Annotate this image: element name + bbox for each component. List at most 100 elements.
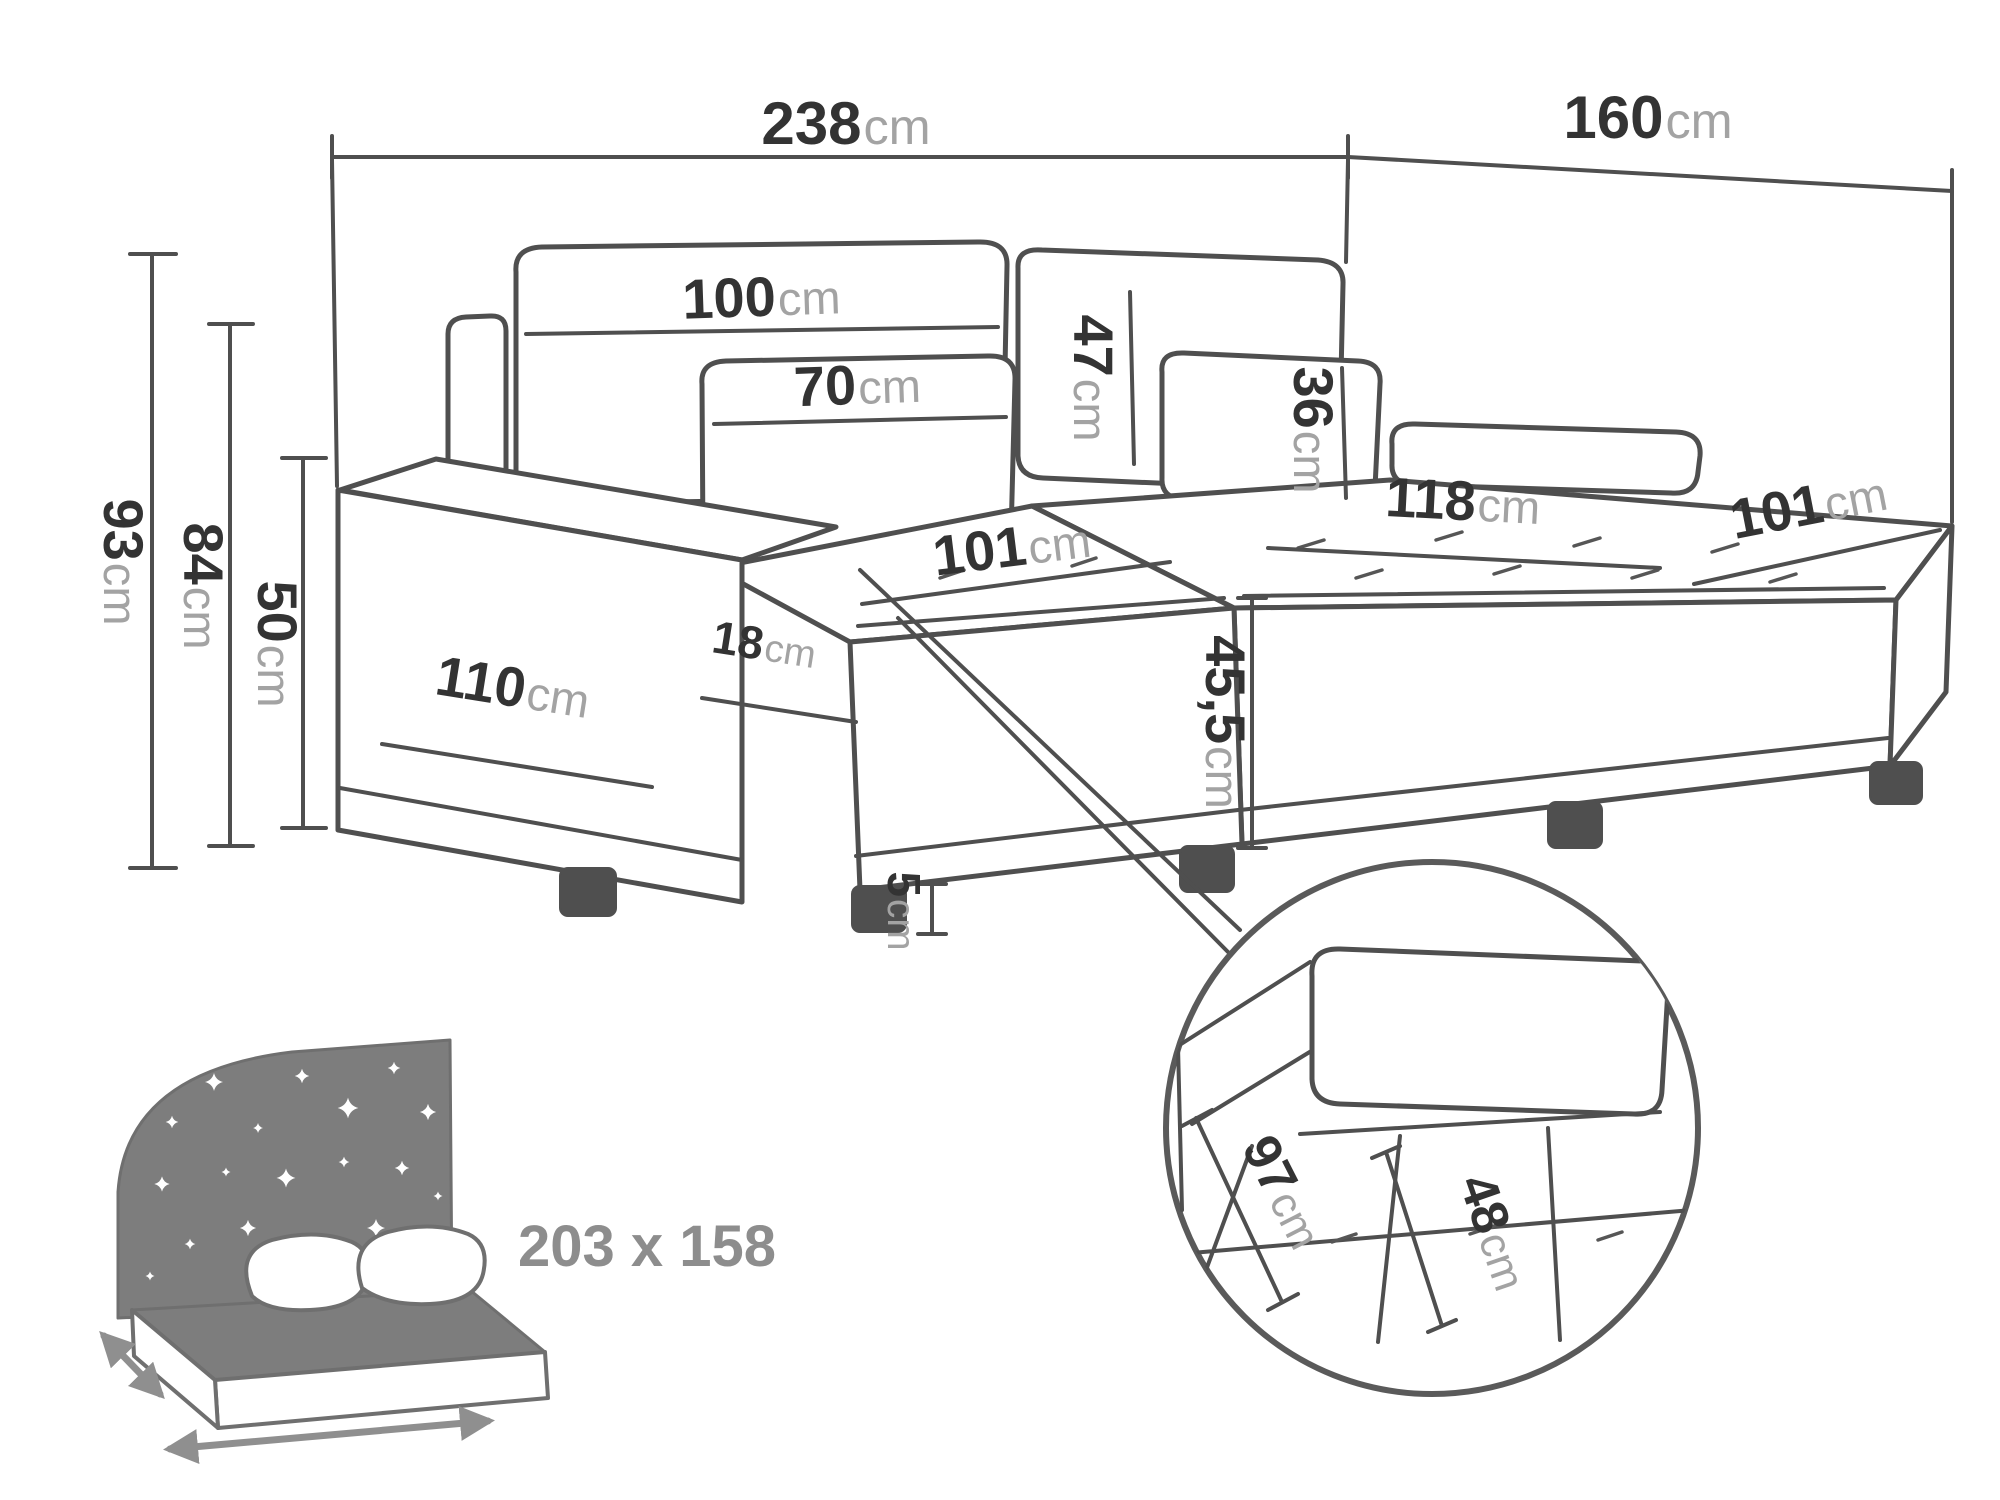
dim-line-back-cushion-height xyxy=(1128,290,1136,466)
seat-height-value: 45,5 xyxy=(1194,635,1257,744)
armrest-height-value: 50 xyxy=(246,581,309,643)
seat-width-unit: cm xyxy=(1025,514,1094,574)
leg-front-mid xyxy=(851,885,907,933)
label-sleeping-area: 203 x 158 xyxy=(518,1214,776,1279)
chaise-end-face xyxy=(1887,523,1955,769)
extension-line-left xyxy=(330,158,339,488)
label-back-cushion-width: 100cm xyxy=(681,262,841,330)
label-backrest-height: 84cm xyxy=(172,523,235,650)
seat-width-value: 101 xyxy=(929,514,1029,588)
detail-leader-lines xyxy=(858,568,1242,954)
dim-line-leg-height xyxy=(916,882,948,936)
dim-line-seat-height xyxy=(1236,596,1268,850)
overall-width-unit: cm xyxy=(863,98,930,155)
chaise-seat-piping xyxy=(1242,586,1886,598)
back-cushion-width-unit: cm xyxy=(777,270,842,325)
leader-line-bottom xyxy=(896,616,1230,954)
leader-line-top xyxy=(858,568,1242,932)
detail-circle xyxy=(1163,859,1701,1397)
label-overall-width: 238cm xyxy=(761,90,930,157)
label-seat-height: 45,5cm xyxy=(1194,635,1257,809)
backrest-height-value: 84 xyxy=(172,523,235,585)
side-pillow-height-unit: cm xyxy=(1284,431,1337,494)
leg-chaise-end xyxy=(1869,761,1923,805)
label-overall-depth: 160cm xyxy=(1563,84,1732,151)
overall-depth-unit: cm xyxy=(1665,92,1732,149)
label-back-cushion-height: 47cm xyxy=(1062,315,1125,442)
label-seat-width: 101cm xyxy=(929,506,1094,588)
dim-line-backrest-height xyxy=(207,322,255,848)
leg-height-unit: cm xyxy=(879,899,922,951)
armrest-width-value: 18 xyxy=(709,610,768,669)
total-height-unit: cm xyxy=(94,563,147,626)
armrest-width-unit: cm xyxy=(761,627,819,678)
label-armrest-length: 110cm xyxy=(432,644,595,730)
detail-armrest-lines xyxy=(1176,960,1328,1212)
dim-line-chaise-length xyxy=(1266,546,1662,570)
detail-contents xyxy=(1176,946,1694,1344)
chaise-width-unit: cm xyxy=(1820,467,1892,531)
small-cushion-width-value: 70 xyxy=(793,353,857,418)
dim-line-back-cushion-width xyxy=(524,325,1000,336)
dim-line-chaise-width xyxy=(1692,528,1942,586)
label-chaise-length: 118cm xyxy=(1384,465,1542,536)
leg-corner xyxy=(1179,845,1235,893)
label-side-pillow-height: 36cm xyxy=(1282,367,1345,494)
small-cushion-width-unit: cm xyxy=(857,359,922,414)
label-small-cushion-width: 70cm xyxy=(793,351,922,418)
armrest-front-face xyxy=(335,487,745,905)
label-armrest-width: 18cm xyxy=(709,610,821,678)
label-total-height: 93cm xyxy=(92,499,155,626)
detail-circle-group xyxy=(1163,859,1701,1397)
leg-height-value: 5 xyxy=(878,871,930,897)
seat-height-unit: cm xyxy=(1196,746,1249,809)
sofa-bed-icon xyxy=(99,1038,550,1464)
total-height-value: 93 xyxy=(92,499,155,561)
dim-line-overall-depth xyxy=(1346,155,1954,193)
dim-line-detail-cushion-depth xyxy=(1370,1144,1458,1334)
sofa-drawing xyxy=(335,239,1955,936)
armrest-seam xyxy=(338,786,744,862)
chaise-seam xyxy=(1238,736,1890,812)
sofa-inner-dim-lines xyxy=(380,290,1942,936)
backrest-height-unit: cm xyxy=(174,587,227,650)
left-base-seam xyxy=(854,808,1240,858)
label-armrest-height: 50cm xyxy=(246,581,309,708)
left-seat-piping xyxy=(856,596,1226,628)
armrest-length-unit: cm xyxy=(523,666,593,728)
dim-line-total-height xyxy=(128,252,178,870)
dim-line-armrest-height xyxy=(280,456,328,830)
overall-width-value: 238 xyxy=(761,90,861,157)
dimension-lines xyxy=(128,134,1954,870)
detail-quilting-marks xyxy=(1330,1224,1624,1244)
leg-chaise xyxy=(1547,801,1603,849)
dimension-labels: 238cm 160cm 93cm 84cm 50cm 100cm 70cm 47… xyxy=(92,84,1892,1297)
armrest-height-unit: cm xyxy=(248,645,301,708)
dim-line-side-pillow-height xyxy=(1340,366,1348,500)
sofa-legs xyxy=(559,761,1923,933)
extension-line-mid xyxy=(1344,158,1350,264)
chaise-length-value: 118 xyxy=(1384,465,1478,533)
dim-line-armrest-width xyxy=(700,696,858,724)
label-leg-height: 5cm xyxy=(878,871,930,950)
bed-pillow-left xyxy=(244,1232,371,1313)
leg-front-left xyxy=(559,867,617,917)
bed-width-arrow xyxy=(163,1406,495,1464)
back-cushion-height-unit: cm xyxy=(1064,379,1117,442)
chaise-length-unit: cm xyxy=(1476,478,1541,534)
detail-cushion-piping xyxy=(1298,1110,1662,1136)
dim-line-seat-width xyxy=(860,560,1172,606)
detail-cushion xyxy=(1309,946,1671,1117)
armrest-length-value: 110 xyxy=(432,644,531,720)
bed-depth-arrow xyxy=(99,1330,165,1400)
bed-pillow-right xyxy=(356,1224,487,1307)
seat-quilting-marks xyxy=(938,530,1798,584)
dim-line-small-cushion-width xyxy=(712,415,1008,426)
dim-line-detail-seat-depth xyxy=(1180,1108,1300,1312)
dim-line-armrest-length xyxy=(380,742,654,789)
back-cushion-width-value: 100 xyxy=(681,265,777,331)
overall-depth-value: 160 xyxy=(1563,84,1663,151)
side-pillow-height-value: 36 xyxy=(1282,367,1345,429)
